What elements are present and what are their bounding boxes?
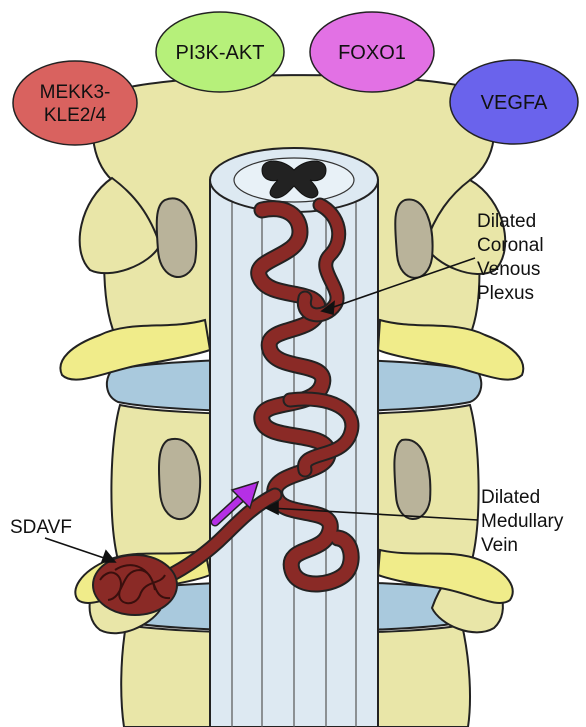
- pathway-foxo1-label: FOXO1: [338, 42, 406, 64]
- coronal-label-line-3: Venous: [477, 259, 540, 280]
- sdavf-nidus: [93, 555, 177, 615]
- coronal-label-line-1: Dilated: [477, 211, 536, 232]
- pathway-mekk3-label-2: KLE2/4: [44, 105, 107, 126]
- medullary-label-line-2: Medullary: [481, 511, 564, 532]
- pathway-vegfa-label: VEGFA: [481, 92, 548, 114]
- sdavf-label: SDAVF: [10, 517, 72, 538]
- pathway-mekk3-label-1: MEKK3-: [40, 82, 111, 103]
- medullary-label-line-3: Vein: [481, 535, 518, 556]
- coronal-label-line-2: Coronal: [477, 235, 544, 256]
- sdavf-leader: [45, 538, 110, 560]
- medullary-label-line-1: Dilated: [481, 487, 540, 508]
- marrow-left-lower: [159, 439, 200, 519]
- coronal-label-line-4: Plexus: [477, 283, 534, 304]
- pathway-mekk3-bubble: [13, 61, 137, 145]
- pathway-pi3k-label: PI3K-AKT: [176, 42, 265, 64]
